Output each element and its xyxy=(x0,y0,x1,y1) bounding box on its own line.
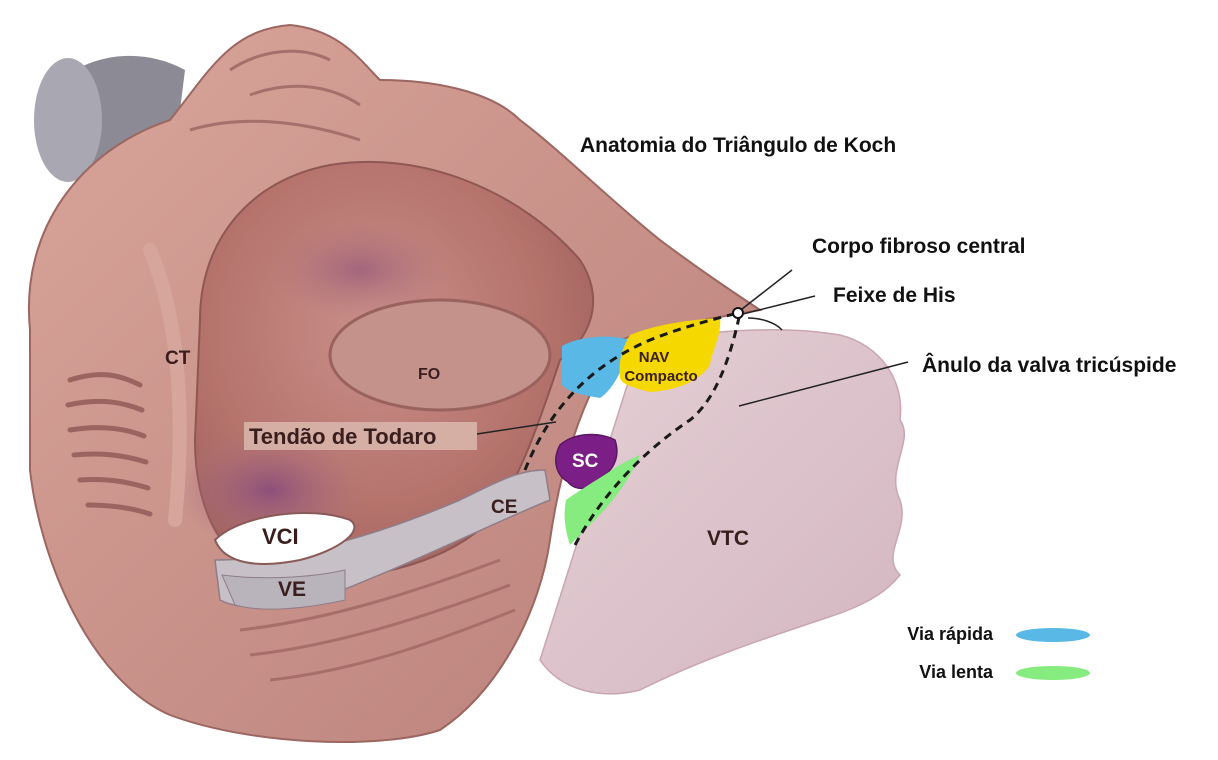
legend-label-slow: Via lenta xyxy=(919,662,994,682)
label-nav-line2: Compacto xyxy=(624,368,697,385)
label-nav-line1: NAV xyxy=(639,349,670,366)
callout-central-fibrous-body: Corpo fibroso central xyxy=(812,235,1026,258)
callout-his-bundle: Feixe de His xyxy=(833,284,956,307)
label-ve: VE xyxy=(278,578,306,601)
legend: Via rápida Via lenta xyxy=(907,624,1090,682)
label-fo: FO xyxy=(418,366,440,383)
fossa-ovalis xyxy=(330,300,550,410)
diagram-title: Anatomia do Triângulo de Koch xyxy=(580,134,896,157)
legend-label-fast: Via rápida xyxy=(907,624,994,644)
his-bundle-marker xyxy=(733,308,743,318)
callout-tricuspid-annulus: Ânulo da valva tricúspide xyxy=(922,353,1176,377)
label-sc: SC xyxy=(572,451,599,472)
label-ce: CE xyxy=(491,497,517,518)
label-vci: VCI xyxy=(262,524,299,549)
legend-swatch-slow xyxy=(1016,666,1090,680)
legend-swatch-fast xyxy=(1016,628,1090,642)
label-ct: CT xyxy=(165,348,191,369)
label-vtc: VTC xyxy=(707,527,749,550)
callout-todaro-tendon: Tendão de Todaro xyxy=(249,424,436,449)
